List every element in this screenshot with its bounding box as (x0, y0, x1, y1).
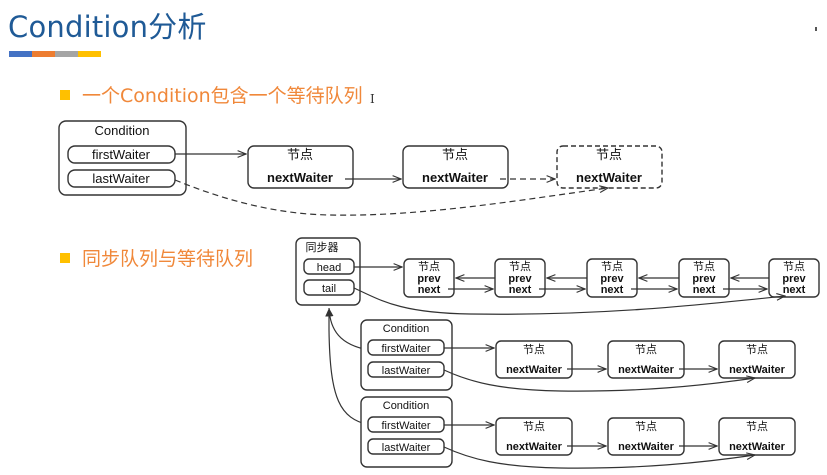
arrow-last-waiter (443, 446, 755, 469)
condition-title: Condition (383, 400, 429, 412)
node-field: nextWaiter (576, 170, 642, 185)
wait-node: 节点 nextWaiter (718, 417, 796, 456)
diagram1-node-3-dashed: 节点 nextWaiter (556, 145, 663, 189)
node-field: nextWaiter (729, 441, 786, 453)
text-cursor-icon: I (370, 92, 375, 106)
last-waiter-label: lastWaiter (92, 171, 150, 186)
arrow-last-waiter-to-node3 (174, 179, 608, 216)
arrow-condition2-to-synchronizer (328, 310, 370, 426)
node-field: nextWaiter (618, 364, 675, 376)
condition-title: Condition (95, 123, 150, 138)
node-title: 节点 (783, 260, 805, 273)
page-title: Condition分析 (8, 10, 207, 44)
title-bar-segment-blue (9, 51, 32, 57)
node-title: 节点 (287, 147, 313, 162)
node-title: 节点 (523, 343, 545, 356)
node-field: nextWaiter (729, 364, 786, 376)
node-field: nextWaiter (618, 441, 675, 453)
node-title: 节点 (746, 420, 768, 433)
node-next-field: next (693, 284, 716, 296)
node-title: 节点 (523, 420, 545, 433)
last-waiter-field (67, 169, 176, 188)
node-title: 节点 (746, 343, 768, 356)
node-title: 节点 (442, 147, 468, 162)
title-bar-segment-yellow (78, 51, 101, 57)
tail-field (303, 279, 355, 296)
head-label: head (317, 262, 341, 274)
diagram1-condition-box: Condition firstWaiter lastWaiter (58, 120, 187, 196)
node-next-field: next (601, 284, 624, 296)
last-waiter-label: lastWaiter (382, 442, 431, 454)
wait-node: 节点 nextWaiter (495, 340, 573, 379)
tail-label: tail (322, 283, 336, 295)
wait-node: 节点 nextWaiter (495, 417, 573, 456)
first-waiter-label: firstWaiter (92, 147, 151, 162)
condition-title: Condition (383, 323, 429, 335)
stray-mark (815, 27, 817, 31)
node-next-field: next (509, 284, 532, 296)
node-title: 节点 (635, 343, 657, 356)
wait-node: 节点 nextWaiter (718, 340, 796, 379)
title-bar-segment-orange (32, 51, 55, 57)
bullet-square-icon (60, 89, 70, 100)
node-field: nextWaiter (267, 170, 333, 185)
first-waiter-label: firstWaiter (381, 420, 430, 432)
title-bar-segment-gray (55, 51, 78, 57)
node-title: 节点 (601, 260, 623, 273)
node-prev-field: prev (508, 273, 532, 285)
node-prev-field: prev (782, 273, 806, 285)
node-field: nextWaiter (506, 364, 563, 376)
arrow-last-waiter (443, 369, 755, 392)
condition-group-2: Condition firstWaiter lastWaiter 节点 nextWait… (360, 396, 796, 469)
arrow-tail-to-last-node (353, 287, 785, 315)
last-waiter-label: lastWaiter (382, 365, 431, 377)
node-field: nextWaiter (506, 441, 563, 453)
node-title: 节点 (418, 260, 440, 273)
title-underline (9, 51, 101, 57)
node-prev-field: prev (692, 273, 716, 285)
node-prev-field: prev (417, 273, 441, 285)
bullet-item-sync-and-wait-queues: 同步队列与等待队列 (60, 244, 253, 271)
node-title: 节点 (693, 260, 715, 273)
node-prev-field: prev (600, 273, 624, 285)
node-title: 节点 (509, 260, 531, 273)
last-waiter-field (367, 438, 445, 455)
diagram1-node-1: 节点 nextWaiter (247, 145, 354, 189)
diagram1-node-2: 节点 nextWaiter (402, 145, 509, 189)
bullet-text: 同步队列与等待队列 (82, 248, 254, 270)
bullet-square-icon (60, 252, 70, 263)
wait-node: 节点 nextWaiter (607, 417, 685, 456)
last-waiter-field (367, 361, 445, 378)
first-waiter-label: firstWaiter (381, 343, 430, 355)
wait-node: 节点 nextWaiter (607, 340, 685, 379)
bullet-text: 一个Condition包含一个等待队列 (82, 85, 363, 107)
bullet-item-one-condition: 一个Condition包含一个等待队列 (60, 81, 363, 108)
condition-group-1: Condition firstWaiter lastWaiter 节点 nextWait… (360, 319, 796, 392)
synchronizer-box: 同步器 head tail (295, 237, 361, 306)
synchronizer-title: 同步器 (306, 241, 339, 254)
node-title: 节点 (635, 420, 657, 433)
node-title: 节点 (596, 147, 622, 162)
node-next-field: next (418, 284, 441, 296)
node-next-field: next (783, 284, 806, 296)
node-field: nextWaiter (422, 170, 488, 185)
